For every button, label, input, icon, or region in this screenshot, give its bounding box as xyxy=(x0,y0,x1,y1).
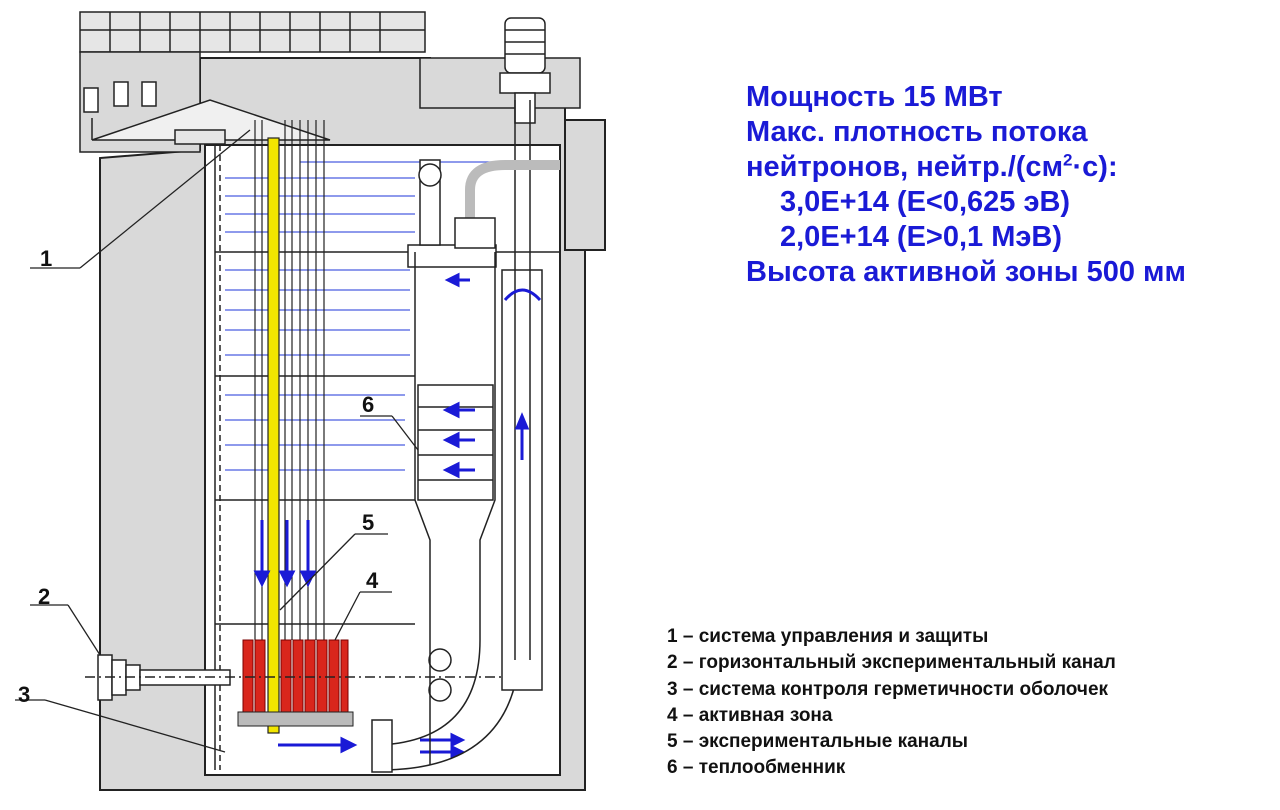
leader-lines xyxy=(15,129,419,753)
spec-flux-title: Макс. плотность потока xyxy=(746,116,1088,148)
callout-2: 2 xyxy=(38,584,51,609)
legend: 1 – система управления и защиты 2 – гори… xyxy=(667,624,1116,782)
flow-arrows-bottom xyxy=(278,732,466,760)
control-rod xyxy=(267,137,280,734)
spec-core-height: Высота активной зоны 500 мм xyxy=(746,256,1186,288)
flow-arrows-down xyxy=(253,520,317,588)
legend-item: 2 – горизонтальный экспериментальный кан… xyxy=(667,652,1116,674)
reactor-specs: Мощность 15 МВт Макс. плотность потока н… xyxy=(746,80,1186,290)
legend-item: 5 – экспериментальные каналы xyxy=(667,731,969,753)
callout-4: 4 xyxy=(366,568,379,593)
water-lines xyxy=(225,161,560,471)
legend-item: 6 – теплообменник xyxy=(667,757,846,779)
core-support-grid xyxy=(237,711,354,727)
reactor-core xyxy=(242,639,349,713)
legend-item: 4 – активная зона xyxy=(667,704,833,726)
callout-3: 3 xyxy=(18,682,31,707)
spec-power: Мощность 15 МВт xyxy=(746,81,1003,113)
horizontal-channel xyxy=(85,654,520,701)
spec-flux-fast: 2,0E+14 (E>0,1 МэВ) xyxy=(780,221,1062,253)
legend-item: 1 – система управления и защиты xyxy=(667,626,989,647)
callout-1: 1 xyxy=(40,246,53,271)
pump-motor xyxy=(499,17,551,124)
legend-item: 3 – система контроля герметичности оболо… xyxy=(667,678,1109,700)
tank-sections xyxy=(214,145,560,770)
callout-6: 6 xyxy=(362,392,375,417)
callout-5: 5 xyxy=(362,510,375,535)
spec-flux-thermal: 3,0E+14 (E<0,625 эВ) xyxy=(780,186,1071,218)
spec-flux-units: нейтронов, нейтр./(см2·с): xyxy=(746,150,1118,183)
control-drive-mechanisms xyxy=(83,81,331,145)
experimental-channels xyxy=(254,120,325,640)
flow-arrows-hx xyxy=(442,272,542,479)
